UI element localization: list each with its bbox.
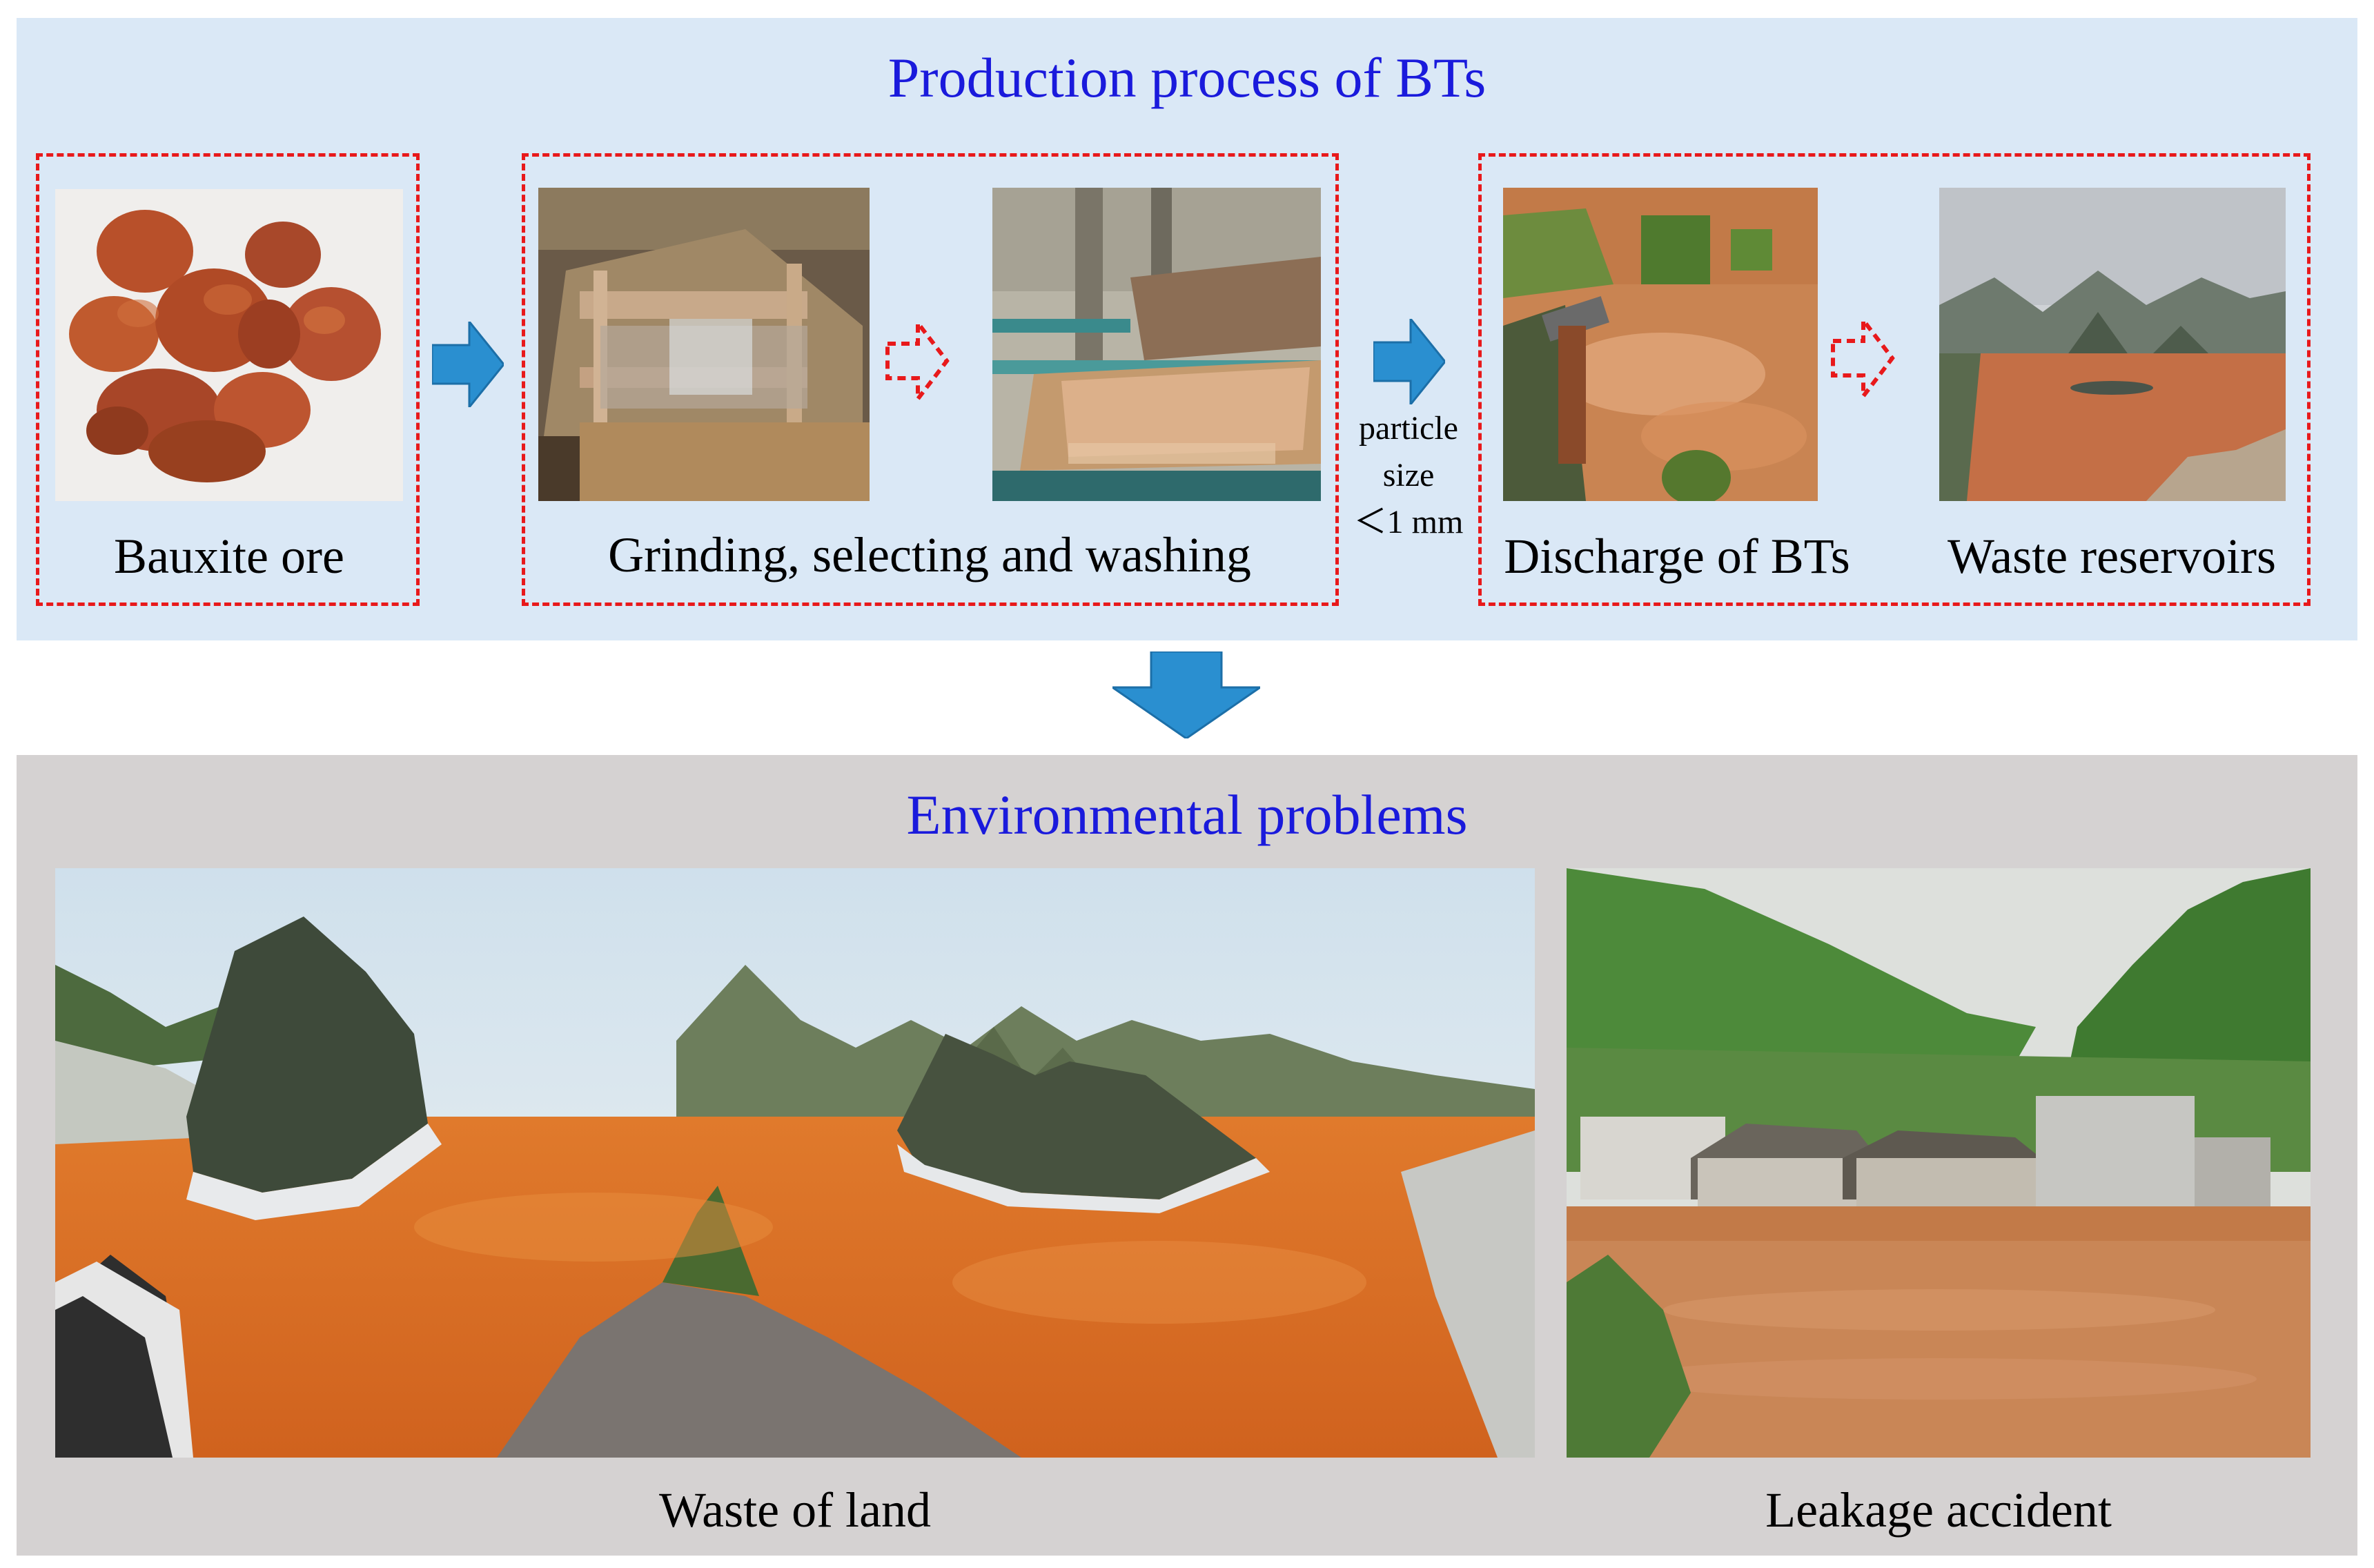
grinding-label: Grinding, selecting and washing [608,527,1251,582]
dashed-arrow-right-2 [1830,317,1895,399]
particle-note-line1: particle [1359,410,1458,447]
discharge-photo [1503,188,1818,501]
bauxite-ore-label: Bauxite ore [114,529,344,584]
leakage-accident-caption: Leakage accident [1765,1482,2112,1538]
process-arrow-right-2 [1373,319,1445,404]
discharge-label: Discharge of BTs [1504,529,1850,584]
process-title: Production process of BTs [887,46,1487,109]
down-arrow [1112,651,1260,738]
grinding-group-border [522,153,1339,606]
dashed-arrow-right-1 [885,320,950,402]
bauxite-group-border [36,153,420,606]
leakage-accident-photo [1567,868,2311,1458]
process-arrow-right-1 [432,322,504,407]
particle-note-line2: size [1382,457,1435,493]
waste-reservoir-photo [1939,188,2286,501]
grinding-machine-photo [538,188,870,501]
environment-title: Environmental problems [906,783,1468,846]
bauxite-ore-photo [55,189,403,501]
washing-screen-photo [992,188,1321,501]
particle-note-line3: ＜1 mm [1353,504,1464,540]
reservoirs-label: Waste reservoirs [1947,529,2276,584]
waste-of-land-caption: Waste of land [658,1482,932,1538]
discharge-group-border [1478,153,2311,606]
waste-of-land-photo [55,868,1535,1458]
